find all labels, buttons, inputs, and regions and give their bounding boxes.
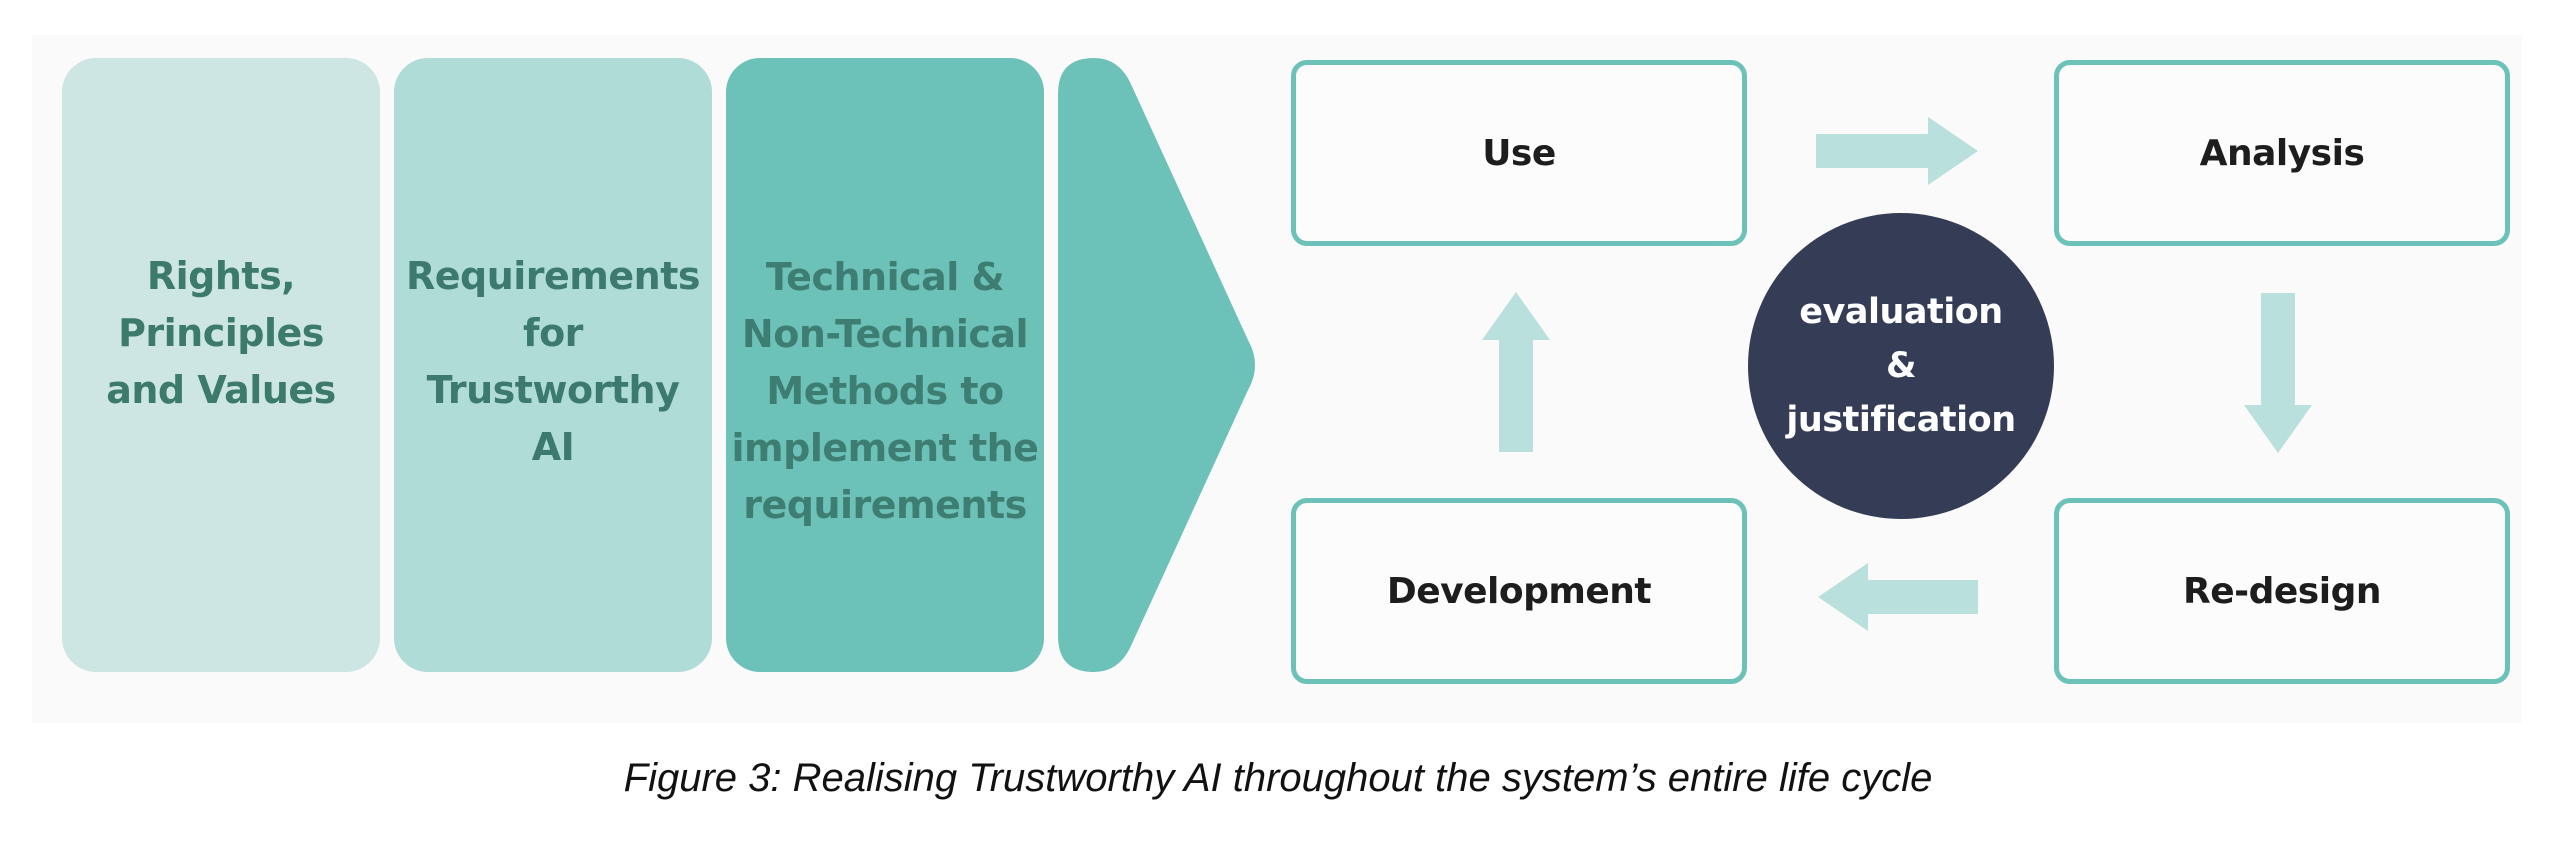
- use-stage-label: Use: [1482, 132, 1556, 174]
- figure-caption: Figure 3: Realising Trustworthy AI throu…: [623, 756, 1933, 800]
- arrow-down-icon: [2244, 293, 2312, 453]
- development-stage-label: Development: [1386, 570, 1652, 612]
- arrow-left-icon: [1818, 563, 1978, 631]
- rights-principles-values-label: Rights, Principles and Values: [106, 253, 336, 412]
- redesign-stage-label: Re-design: [2183, 570, 2381, 612]
- requirements-column: Requirements for Trustworthy AI: [394, 58, 712, 672]
- chevron-arrow-icon: [1058, 58, 1255, 672]
- methods-column: Technical & Non-Technical Methods to imp…: [726, 58, 1044, 672]
- evaluation-justification-circle: evaluation & justification: [1748, 213, 2054, 519]
- analysis-stage-box: Analysis: [2054, 60, 2510, 246]
- methods-label: Technical & Non-Technical Methods to imp…: [731, 254, 1039, 527]
- use-stage-box: Use: [1291, 60, 1747, 246]
- development-stage-box: Development: [1291, 498, 1747, 684]
- redesign-stage-box: Re-design: [2054, 498, 2510, 684]
- evaluation-justification-label: evaluation & justification: [1786, 292, 2016, 440]
- requirements-label: Requirements for Trustworthy AI: [405, 254, 701, 469]
- rights-principles-values-column: Rights, Principles and Values: [62, 58, 380, 672]
- analysis-stage-label: Analysis: [2199, 132, 2365, 174]
- arrow-right-icon: [1816, 117, 1978, 185]
- arrow-up-icon: [1482, 292, 1550, 452]
